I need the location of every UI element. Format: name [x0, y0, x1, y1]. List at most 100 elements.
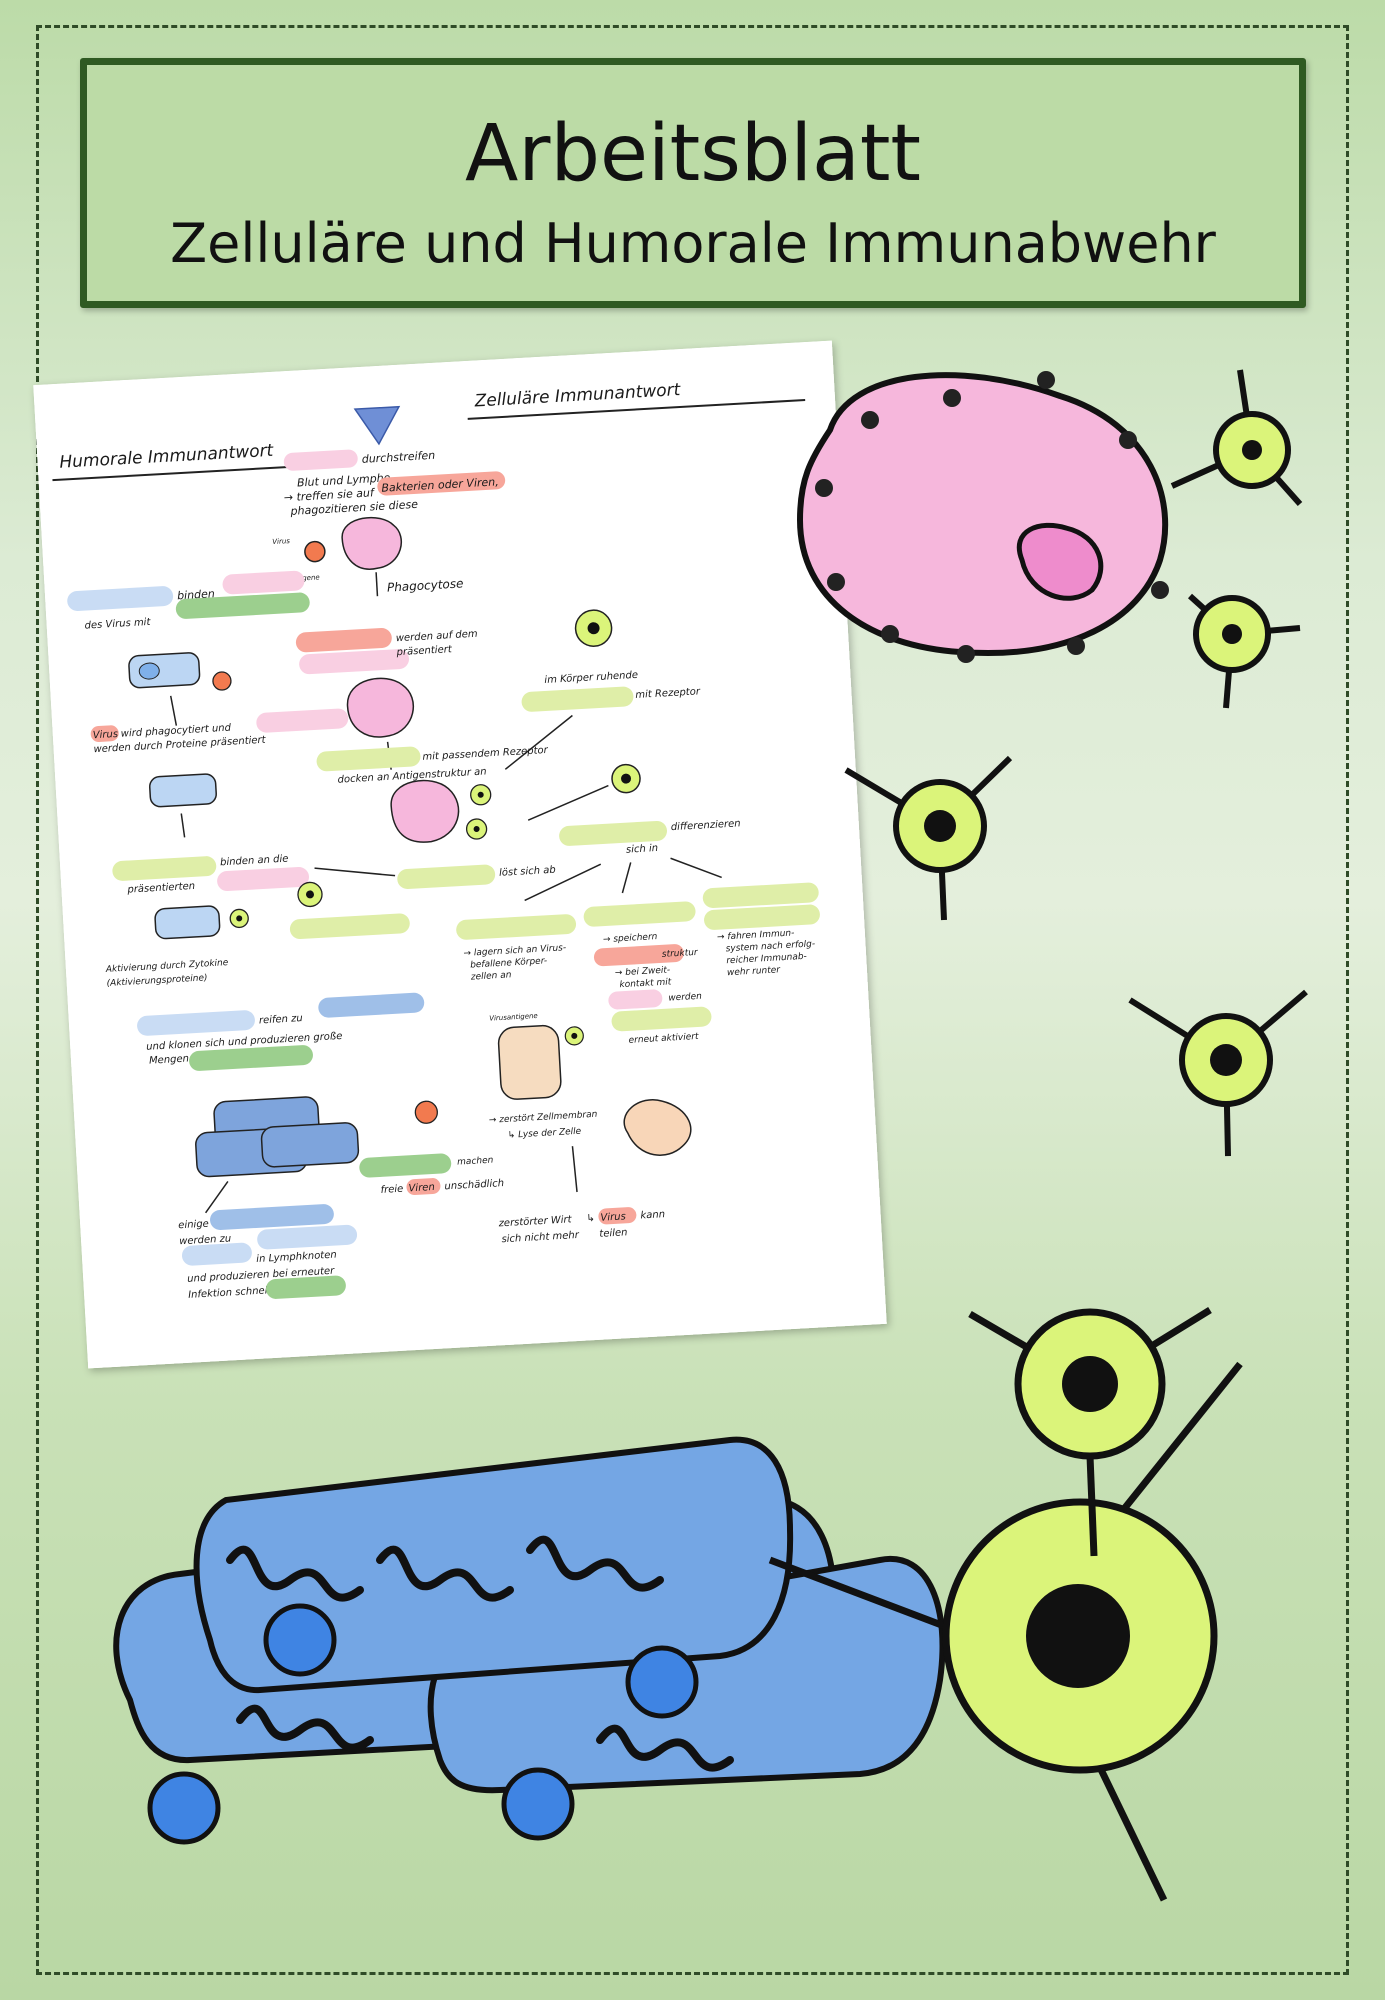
blank-field — [189, 1045, 313, 1071]
macrophage-icon — [796, 371, 1169, 663]
macrophage-presenting-icon — [346, 677, 415, 738]
label-durchstreifen: durchstreifen — [361, 449, 435, 466]
blank-field — [67, 586, 174, 611]
label-lymphknoten: in Lymphknoten — [256, 1250, 337, 1265]
label-werden: werden — [668, 992, 702, 1004]
label-fahren-3: reicher Immunab- — [726, 952, 807, 966]
blank-field — [137, 1010, 255, 1036]
t-cell-icon — [844, 755, 1013, 921]
label-binden-an: binden an die — [220, 854, 289, 869]
label-zerstoerter-wirt: zerstörter Wirt — [497, 1214, 573, 1229]
blank-field — [359, 1153, 452, 1178]
label-lyse: ↳ Lyse der Zelle — [507, 1127, 581, 1141]
virus-icon — [414, 1100, 438, 1124]
b-cell-small-icon — [154, 905, 221, 940]
label-viren: Viren — [408, 1182, 435, 1194]
macrophage-small-icon — [341, 516, 403, 570]
label-einige: einige — [178, 1219, 209, 1232]
label-struktur: struktur — [662, 948, 700, 960]
title-box: Arbeitsblatt Zelluläre und Humorale Immu… — [80, 58, 1306, 308]
page-subtitle: Zelluläre und Humorale Immunabwehr — [170, 212, 1216, 275]
label-freie: freie — [380, 1184, 403, 1196]
blank-field — [704, 904, 820, 930]
virus-icon — [304, 540, 326, 563]
blank-field — [611, 1006, 712, 1032]
label-phagocytose: Phagocytose — [387, 576, 464, 594]
label-fahren-2: system nach erfolg- — [725, 939, 815, 954]
label-unschaedlich: unschädlich — [444, 1178, 504, 1192]
blank-field — [257, 1224, 358, 1250]
dashed-page-frame — [36, 25, 1349, 1975]
label-virus-phago-1: Virus — [92, 729, 118, 741]
label-zweit-1: → bei Zweit- — [615, 965, 671, 978]
blank-field — [181, 1242, 252, 1266]
label-lagern-3: zellen an — [470, 970, 512, 982]
label-erneut: erneut aktiviert — [628, 1032, 699, 1046]
label-speichern: → speichern — [603, 932, 658, 945]
label-praesentiert: präsentiert — [395, 644, 453, 658]
label-teilen: teilen — [599, 1227, 628, 1240]
label-klonen-2: Mengen — [149, 1053, 190, 1066]
label-differenzieren: differenzieren — [671, 818, 741, 833]
label-fahren-1: → fahren Immun- — [717, 928, 795, 942]
label-werden-zu: werden zu — [179, 1233, 232, 1247]
label-arrow: ↳ — [586, 1213, 595, 1224]
label-mit-rezeptor: mit Rezeptor — [635, 686, 701, 701]
label-loest-sich: löst sich ab — [499, 865, 556, 879]
label-lagern-2: befallene Körper- — [470, 956, 548, 970]
label-werden-auf: werden auf dem — [396, 629, 479, 645]
label-des-virus: des Virus mit — [84, 617, 151, 632]
blank-field — [583, 901, 696, 927]
blank-field — [112, 856, 217, 881]
label-fahren-4: wehr runter — [727, 965, 782, 978]
blank-field — [397, 864, 496, 889]
blank-field — [456, 914, 577, 940]
label-machen: machen — [457, 1156, 494, 1168]
t-cell-icon — [1128, 989, 1308, 1157]
highlight-virus — [90, 725, 119, 742]
label-reifen: reifen zu — [259, 1013, 303, 1026]
blank-field — [608, 989, 663, 1010]
infected-cell-icon — [497, 1024, 562, 1100]
label-virus-small: Virus — [272, 537, 290, 546]
label-virus-kann: Virus — [600, 1211, 626, 1223]
label-zweit-2: kontakt mit — [619, 977, 672, 990]
blank-field — [217, 867, 310, 892]
blank-field — [289, 913, 410, 940]
plasma-cell-icon — [113, 1436, 946, 1845]
page-title: Arbeitsblatt — [465, 109, 921, 199]
blank-field — [256, 708, 349, 733]
label-virusantigene: Virusantigene — [489, 1012, 538, 1023]
blank-field — [318, 992, 425, 1018]
highlight-bakterien — [377, 471, 506, 496]
b-cell-small-icon — [148, 773, 217, 808]
label-treffen: → treffen sie auf — [283, 486, 376, 504]
blank-field — [265, 1275, 346, 1299]
blank-field — [210, 1204, 334, 1230]
virus-icon — [212, 671, 232, 691]
lysed-cell-icon — [623, 1099, 692, 1156]
label-kann: kann — [640, 1209, 665, 1221]
blank-field — [593, 944, 684, 967]
label-infektion: Infektion schnell — [188, 1285, 271, 1301]
blank-field — [702, 882, 819, 908]
label-blut-lymphe: Blut und Lymphe — [297, 471, 391, 489]
blank-field — [559, 820, 667, 846]
worksheet-preview: Humorale Immunantwort Zelluläre Immunant… — [33, 340, 887, 1369]
label-sich-in: sich in — [626, 843, 659, 856]
b-lymphocyte-icon — [768, 1307, 1243, 1902]
blank-field — [299, 649, 409, 675]
blank-field — [222, 570, 305, 595]
t-cell-icon — [1170, 369, 1303, 506]
blank-field — [175, 592, 310, 619]
blank-field — [283, 449, 358, 471]
blank-field — [295, 628, 392, 653]
highlight-virus — [598, 1207, 637, 1225]
label-sich-nicht-mehr: sich nicht mehr — [501, 1230, 580, 1245]
down-triangle-icon — [353, 405, 401, 446]
label-praesentierten: präsentierten — [126, 881, 195, 896]
blank-field — [521, 686, 634, 712]
t-cell-icon — [1187, 593, 1301, 709]
